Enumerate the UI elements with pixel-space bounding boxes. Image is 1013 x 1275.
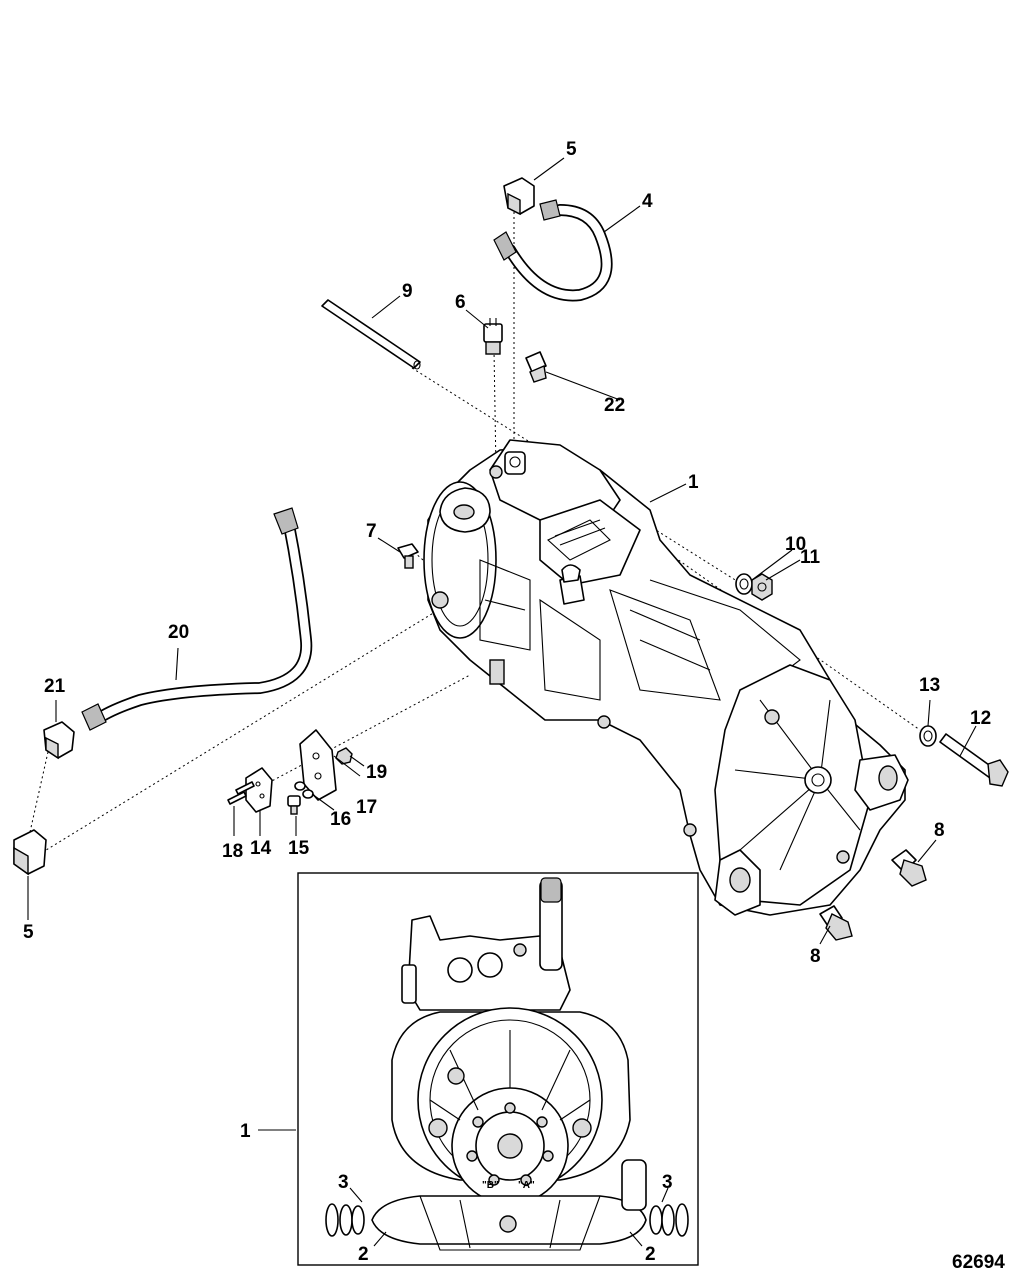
elbow-fitting-21 (43, 721, 75, 760)
callout-5-top: 5 (566, 139, 577, 160)
callout-8-upper: 8 (934, 820, 945, 841)
callout-10: 10 (785, 534, 806, 555)
sensor-22 (525, 351, 547, 383)
callout-20: 20 (168, 622, 189, 643)
callout-labels: 5 4 9 6 22 1 7 10 11 13 12 8 8 20 21 5 1… (23, 139, 1005, 1273)
fitting-7 (397, 543, 419, 569)
elbow-fitting-5-top (503, 177, 535, 216)
screw-15 (287, 795, 301, 815)
callout-11: 11 (800, 547, 821, 568)
elbow-fitting-5-bottom (13, 829, 47, 876)
nut-11 (751, 573, 773, 601)
callout-21: 21 (44, 676, 66, 697)
inset-view: "B" "A" (297, 872, 699, 1266)
callout-5-bottom: 5 (23, 922, 34, 943)
callout-3-right: 3 (662, 1172, 673, 1193)
callout-15: 15 (288, 838, 310, 859)
callout-4: 4 (642, 191, 653, 212)
fitting-8-upper (891, 849, 927, 887)
hose-4 (493, 199, 613, 302)
sensor-6 (483, 318, 503, 355)
callout-2-left: 2 (358, 1244, 369, 1265)
callout-3-left: 3 (338, 1172, 349, 1193)
hose-20 (81, 507, 313, 731)
callout-1-main: 1 (688, 472, 699, 493)
stud-9 (321, 299, 421, 370)
screws-18 (227, 781, 255, 805)
callout-6: 6 (455, 292, 466, 313)
fitting-8-lower (819, 905, 853, 941)
callout-14: 14 (250, 838, 272, 859)
callout-18: 18 (222, 841, 243, 862)
port-b-label: "B" (482, 1180, 499, 1191)
callout-16: 16 (330, 809, 351, 830)
callout-13: 13 (919, 675, 940, 696)
callout-19: 19 (366, 762, 387, 783)
callout-9: 9 (402, 281, 413, 302)
callout-1-inset: 1 (240, 1121, 251, 1142)
washers-16 (294, 781, 314, 799)
callout-22: 22 (604, 395, 625, 416)
washer-13 (919, 725, 937, 747)
leader-lines (27, 157, 977, 1247)
washer-10 (735, 573, 753, 595)
bracket-14 (245, 767, 273, 813)
callout-8-lower: 8 (810, 946, 821, 967)
port-a-label: "A" (518, 1180, 535, 1191)
bolt-12 (939, 733, 1009, 787)
nut-19 (335, 747, 353, 765)
callout-12: 12 (970, 708, 991, 729)
callout-2-right: 2 (645, 1244, 656, 1265)
callout-17: 17 (356, 797, 377, 818)
callout-7: 7 (366, 521, 377, 542)
transmission-main (423, 439, 909, 916)
bracket-17 (299, 729, 337, 801)
figure-id: 62694 (952, 1252, 1005, 1273)
